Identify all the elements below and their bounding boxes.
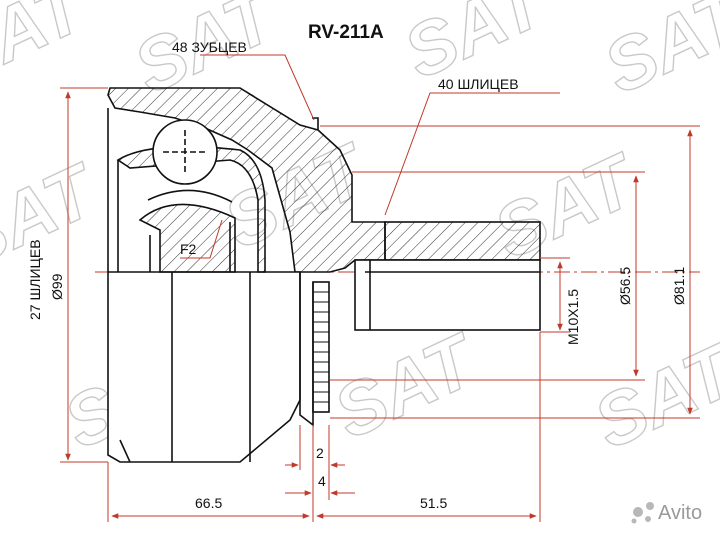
part-number: RV-211A: [308, 22, 384, 43]
label-diameter-seal: Ø81.1: [671, 267, 687, 305]
label-outer-diameter: Ø99: [49, 273, 65, 300]
label-gap-ring: 4: [318, 473, 326, 489]
svg-text:SAT: SAT: [0, 147, 111, 285]
housing-lower: [107, 271, 301, 463]
label-length-shaft: 51.5: [420, 495, 447, 511]
inner-race: [138, 203, 236, 273]
svg-text:Avito: Avito: [658, 502, 702, 524]
label-thread: M10X1.5: [565, 289, 581, 345]
label-gap-small: 2: [316, 445, 324, 461]
avito-logo: Avito: [631, 502, 702, 524]
cv-joint-part: [107, 87, 541, 463]
dimension-lines: [60, 54, 700, 522]
label-shaft-splines: 40 ШЛИЦЕВ: [438, 76, 519, 92]
label-diameter-mid: Ø56.5: [617, 267, 633, 305]
stub-shaft-lower: [354, 259, 541, 331]
label-inner-splines: 27 ШЛИЦЕВ: [27, 239, 43, 320]
svg-text:SAT: SAT: [0, 0, 101, 100]
svg-text:SAT: SAT: [582, 327, 720, 465]
label-feature-f2: F2: [180, 241, 197, 257]
svg-text:SAT: SAT: [322, 317, 491, 455]
svg-text:SAT: SAT: [592, 0, 720, 110]
label-outer-teeth: 48 ЗУБЦЕВ: [172, 39, 247, 55]
stub-shaft: [384, 221, 541, 261]
abs-ring-teeth: [313, 291, 329, 403]
label-length-body: 66.5: [195, 495, 222, 511]
